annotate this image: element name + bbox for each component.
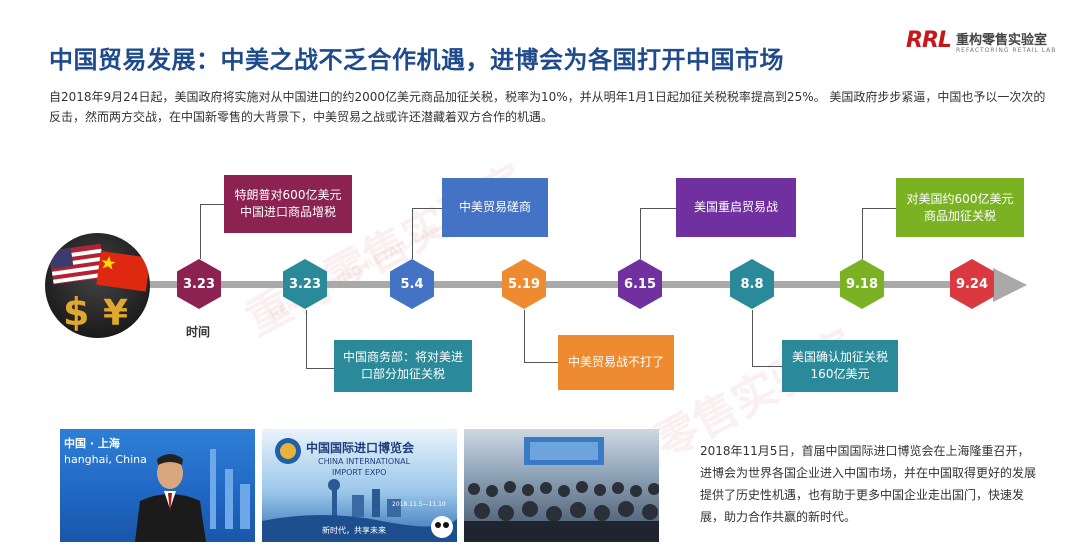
event-box: 美国确认加征关税160亿美元 (782, 340, 898, 392)
timeline-node: 3.23 (177, 259, 221, 309)
event-box: 特朗普对600亿美元中国进口商品增税 (224, 175, 352, 233)
timeline-node: 5.19 (502, 259, 546, 309)
timeline-node: 9.18 (840, 259, 884, 309)
expo-dates: 2018.11.5—11.10 (392, 501, 446, 508)
timeline-arrow-icon (993, 268, 1027, 302)
connector-line (640, 208, 641, 259)
timeline-node: 3.23 (283, 259, 327, 309)
connector-line (412, 208, 442, 209)
connector-line (200, 204, 224, 205)
connector-line (862, 208, 863, 259)
timeline-node: 5.4 (390, 259, 434, 309)
event-box: 美国重启贸易战 (676, 178, 796, 237)
timeline-node: 9.24 (950, 259, 994, 309)
expo-en-title: IMPORT EXPO (332, 468, 387, 477)
expo-caption: 2018年11月5日，首届中国国际进口博览会在上海隆重召开，进博会为世界各国企业… (700, 444, 1037, 524)
trade-globe-image: $ ¥ (45, 233, 150, 338)
logo-mark: RRL (906, 28, 952, 53)
page-title: 中国贸易发展：中美之战不乏合作机遇，进博会为各国打开中国市场 (49, 46, 784, 74)
connector-line (306, 310, 307, 368)
timeline-node: 8.8 (730, 259, 774, 309)
expo-en-title: CHINA INTERNATIONAL (318, 457, 411, 466)
expo-slogan: 新时代，共享未来 (322, 526, 386, 535)
timeline-node: 6.15 (618, 259, 662, 309)
intro-paragraph: 自2018年9月24日起，美国政府将实施对从中国进口的约2000亿美元商品加征关… (49, 90, 1046, 124)
connector-line (200, 204, 201, 259)
event-box: 中美贸易战不打了 (558, 335, 674, 390)
axis-label: 时间 (186, 325, 211, 339)
svg-text:$: $ (63, 290, 89, 334)
connector-line (412, 208, 413, 259)
connector-line (524, 310, 525, 362)
logo-name: 重构零售实验室 (956, 33, 1048, 48)
photo-tag: 中国 · 上海 (64, 437, 120, 450)
event-box: 中美贸易磋商 (442, 178, 548, 237)
audience-photo (464, 429, 659, 542)
timeline-axis (150, 281, 995, 288)
connector-line (524, 362, 558, 363)
event-box: 对美国约600亿美元商品加征关税 (896, 178, 1024, 237)
svg-text:¥: ¥ (103, 293, 128, 334)
expo-title: 中国国际进口博览会 (306, 441, 415, 455)
connector-line (862, 208, 896, 209)
photo-subtag: hanghai, China (64, 453, 147, 466)
logo-subtitle: REFACTORING RETAIL LAB (956, 47, 1057, 54)
event-box: 中国商务部：将对美进口部分加征关税 (334, 340, 472, 392)
speaker-photo: 中国 · 上海 hanghai, China (60, 429, 255, 542)
connector-line (640, 208, 676, 209)
expo-poster: 中国国际进口博览会 CHINA INTERNATIONAL IMPORT EXP… (262, 429, 457, 542)
connector-line (752, 310, 753, 366)
connector-line (752, 366, 782, 367)
brand-logo: RRL 重构零售实验室 REFACTORING RETAIL LAB (906, 28, 1056, 58)
connector-line (306, 368, 334, 369)
